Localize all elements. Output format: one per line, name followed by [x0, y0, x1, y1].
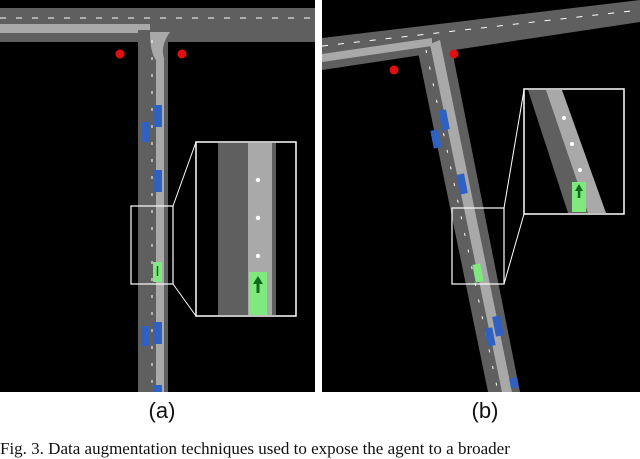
- zoom-connector: [172, 283, 197, 317]
- other-vehicle: [430, 129, 442, 149]
- vertical-lane-highlight: [150, 32, 170, 392]
- other-vehicle: [484, 327, 496, 347]
- other-vehicle: [438, 109, 450, 131]
- stop-marker: [389, 65, 399, 75]
- vertical-lane-highlight: [430, 40, 512, 392]
- zoom-inset: [523, 88, 625, 215]
- ego-vehicle: [472, 263, 484, 283]
- stop-marker: [449, 49, 459, 59]
- figure-caption: Fig. 3. Data augmentation techniques use…: [0, 439, 510, 458]
- panel-b-scene: [322, 0, 640, 392]
- panel-b-drawing: [322, 0, 640, 392]
- other-vehicle: [492, 315, 504, 337]
- zoom-connector: [503, 89, 525, 209]
- stop-marker: [177, 49, 187, 59]
- zoom-region-box: [130, 205, 174, 285]
- other-vehicle: [153, 322, 162, 344]
- horizontal-lane-highlight: [0, 24, 150, 33]
- ego-vehicle-zoomed: [249, 272, 267, 315]
- other-vehicle: [142, 122, 150, 142]
- panel-a-drawing: [0, 8, 315, 392]
- horizontal-road: [322, 0, 640, 70]
- other-vehicle: [456, 173, 468, 195]
- other-vehicle: [153, 385, 162, 392]
- other-vehicle: [153, 170, 162, 192]
- ego-arrow-icon: [575, 184, 583, 191]
- panel-a-scene: [0, 0, 315, 392]
- zoom-connector: [172, 141, 197, 207]
- panel-a-label: (a): [148, 398, 176, 423]
- other-vehicle: [141, 326, 149, 346]
- zoom-connector: [503, 213, 525, 285]
- horizontal-lane-highlight: [322, 38, 432, 62]
- other-vehicle: [509, 377, 519, 389]
- other-vehicle: [153, 105, 162, 127]
- zoom-inset: [195, 141, 297, 317]
- horizontal-lane-marking: [322, 9, 640, 47]
- stop-marker: [115, 49, 125, 59]
- panel-b-label: (b): [471, 398, 499, 423]
- ego-arrow-icon: [253, 276, 263, 284]
- zoom-region-box: [451, 207, 505, 285]
